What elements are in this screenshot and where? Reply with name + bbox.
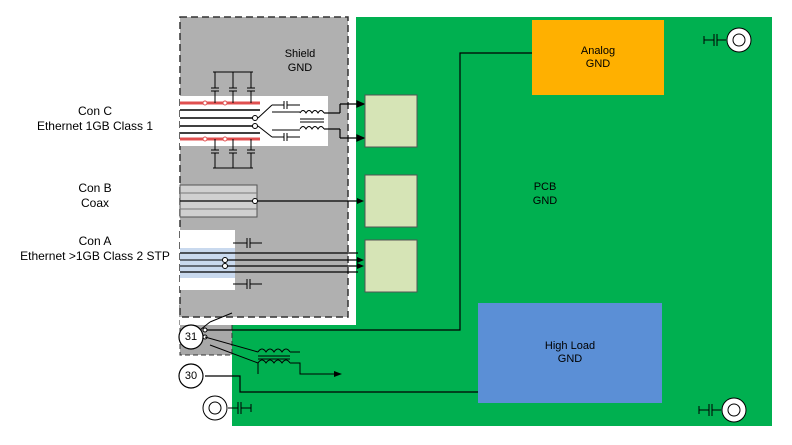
pin-31-label: 31 bbox=[184, 330, 198, 343]
con-b-label: Con B Coax bbox=[20, 181, 170, 211]
high-load-gnd-block bbox=[478, 303, 662, 403]
con-c-cable bbox=[180, 96, 275, 146]
con-c-label: Con C Ethernet 1GB Class 1 bbox=[20, 104, 170, 134]
filter-block-con-a bbox=[364, 239, 418, 293]
con-b-cable bbox=[179, 184, 364, 218]
arrow-icon bbox=[324, 100, 366, 142]
filter-block-con-c bbox=[364, 94, 418, 148]
analog-gnd-block bbox=[532, 20, 664, 95]
pin-30-circle bbox=[178, 363, 204, 389]
con-a-name: Con A bbox=[78, 234, 112, 248]
mounting-hole-icon bbox=[698, 397, 747, 423]
high-load-gnd-label: High Load GND bbox=[478, 303, 662, 403]
capacitor-icon bbox=[211, 71, 255, 169]
pcb-gnd-label: PCB GND bbox=[520, 180, 570, 208]
mounting-hole-icon bbox=[703, 27, 752, 53]
con-b-desc: Coax bbox=[80, 196, 109, 210]
mounting-hole-icon bbox=[202, 395, 252, 421]
capacitor-icon bbox=[233, 238, 262, 289]
pcb-line2: GND bbox=[532, 195, 558, 207]
pin-30-label: 30 bbox=[184, 369, 198, 382]
con-a-label: Con A Ethernet >1GB Class 2 STP bbox=[10, 234, 180, 264]
pin-31-circle bbox=[178, 324, 204, 350]
pcb-line1: PCB bbox=[533, 181, 557, 193]
con-a-desc: Ethernet >1GB Class 2 STP bbox=[20, 249, 170, 263]
arrow-icon bbox=[334, 371, 342, 377]
high-load-line2: GND bbox=[557, 353, 583, 365]
shield-gnd-label: Shield GND bbox=[275, 47, 325, 75]
common-mode-choke-icon bbox=[257, 96, 328, 146]
filter-block-con-b bbox=[364, 174, 418, 228]
analog-line1: Analog bbox=[580, 44, 616, 57]
con-a-cable bbox=[180, 230, 364, 290]
analog-gnd-label: Analog GND bbox=[532, 20, 664, 95]
common-mode-choke-icon bbox=[209, 344, 335, 375]
con-b-name: Con B bbox=[78, 181, 112, 195]
con-c-name: Con C bbox=[77, 104, 112, 118]
con-c-desc: Ethernet 1GB Class 1 bbox=[36, 119, 154, 133]
analog-line2: GND bbox=[585, 57, 611, 70]
shield-line1: Shield bbox=[284, 48, 316, 60]
high-load-line1: High Load bbox=[544, 340, 596, 352]
shield-line2: GND bbox=[287, 62, 313, 74]
